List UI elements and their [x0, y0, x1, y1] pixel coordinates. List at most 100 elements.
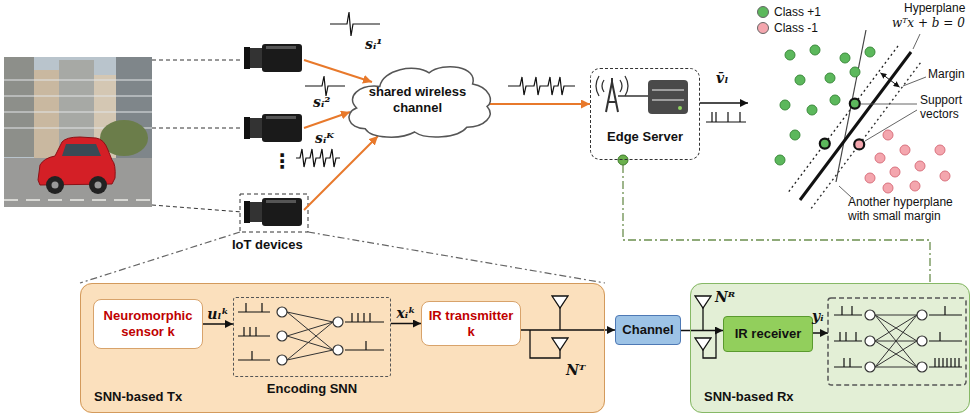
- plot-annotation: Support vectors: [920, 93, 962, 121]
- neuron: [865, 310, 875, 320]
- photo-sky: [4, 57, 152, 207]
- antenna-count: Nᴿ: [715, 289, 735, 305]
- plot-annotation: Margin: [928, 67, 965, 81]
- zoom-frame: [240, 194, 308, 232]
- camera-highlight: [266, 116, 296, 119]
- support-vector: [850, 99, 860, 109]
- ir-receiver-box: IR receiver: [723, 316, 813, 352]
- car-window: [62, 144, 101, 156]
- data-point: [807, 105, 817, 115]
- edge-server-box: Edge Server: [590, 68, 700, 160]
- antenna-count-box: Nᵀ: [566, 362, 585, 378]
- neuron: [917, 310, 927, 320]
- neuron: [277, 307, 287, 317]
- signal-label: sᵢᴷ: [315, 130, 334, 146]
- connector-arrow: [391, 323, 421, 325]
- cloud-node: shared wireless channel: [345, 60, 490, 140]
- node-text: Channel: [622, 322, 673, 338]
- data-point: [850, 67, 860, 77]
- antenna-count: Nᵀ: [566, 362, 585, 378]
- spike-train: [706, 112, 746, 122]
- snn-frame: [828, 298, 966, 385]
- class-minus-points: [854, 130, 950, 193]
- neuron: [333, 345, 343, 355]
- connector-arrow: [681, 330, 723, 332]
- camera-body: [262, 114, 302, 142]
- signal-label: v̄ₗ: [716, 70, 728, 86]
- data-point: [795, 75, 805, 85]
- data-point: [915, 161, 925, 171]
- node-text: IR transmitter k: [426, 308, 516, 339]
- signal-label-box: sᵢᴷ: [315, 130, 334, 146]
- tx-panel-fill: [80, 283, 605, 413]
- photo-building: [34, 70, 59, 158]
- equation-label: wᵀx + b = 0: [892, 16, 965, 30]
- view-line: [152, 60, 242, 212]
- car-hub: [52, 182, 59, 189]
- camera-lens: [250, 48, 262, 68]
- data-point: [865, 173, 875, 183]
- neuron: [865, 336, 875, 346]
- superposed-waveform: [508, 77, 575, 95]
- plot-annotation: Another hyperplane with small margin: [848, 195, 953, 223]
- plot-annotation: Hyperplane: [904, 1, 965, 15]
- uplink-arrow: [304, 112, 350, 128]
- neuron: [917, 362, 927, 372]
- margin-line: [789, 44, 922, 209]
- signal-label-box: sᵢ²: [313, 94, 330, 110]
- car-wheel: [46, 176, 64, 194]
- edge-label: uₗᵏ: [207, 306, 229, 322]
- street-photo: [4, 57, 152, 207]
- camera-body: [262, 44, 302, 72]
- camera: [244, 114, 302, 142]
- ir-transmitter-box: IR transmitter k: [421, 301, 521, 346]
- signal-label-box: yᵢ: [812, 308, 823, 324]
- plot-annotation-box: Another hyperplane with small margin: [848, 196, 968, 224]
- camera-lens-ring: [244, 201, 250, 223]
- rx-antenna-feed: [703, 308, 716, 358]
- antenna-waves: [596, 76, 628, 96]
- channel-box: Channel: [615, 315, 681, 345]
- zoom-line: [80, 232, 605, 283]
- node-text: Edge Server: [607, 129, 683, 145]
- signal-label: sᵢ¹: [365, 36, 382, 52]
- camera: [244, 44, 302, 72]
- signal-label-box: v̄ₗ: [716, 70, 728, 86]
- tx-antenna-feed: [530, 308, 560, 358]
- plot-annotation-box: Hyperplane: [904, 2, 965, 16]
- legend-text: Class +1: [774, 5, 821, 19]
- server-link: [618, 95, 648, 97]
- rx-arrow: [812, 332, 828, 334]
- input-spikes: [238, 303, 270, 360]
- tx-panel: SNN-based TxNeuromorphic sensor kEncodin…: [80, 283, 605, 413]
- neuron: [277, 331, 287, 341]
- edge-label: xᵢᵏ: [396, 305, 415, 321]
- signal-label: yᵢ: [812, 308, 823, 324]
- leader-line: [839, 34, 926, 197]
- rx-panel-fill: [690, 283, 970, 413]
- legend-text: Class -1: [774, 21, 818, 35]
- node-text: Neuromorphic sensor k: [98, 308, 198, 339]
- neuron: [277, 355, 287, 365]
- data-point: [810, 45, 820, 55]
- server-slots: [652, 90, 684, 100]
- plot-annotation-box: Margin: [928, 68, 965, 82]
- photo-building: [4, 57, 34, 157]
- data-point: [785, 50, 795, 60]
- camera-lens-ring: [244, 47, 250, 69]
- antenna-count-box: Nᴿ: [715, 289, 735, 305]
- data-point: [940, 171, 950, 181]
- synapses: [287, 312, 333, 360]
- decoding-snn-figure: [828, 298, 966, 385]
- synapses: [875, 315, 917, 367]
- connector-arrow: [203, 323, 233, 325]
- pulse-waveform: [296, 149, 340, 167]
- group-label-box: IoT devices: [232, 238, 303, 253]
- output-arrow: [700, 102, 748, 104]
- green-dot: [618, 155, 628, 165]
- signal-label-box: sᵢ¹: [365, 36, 382, 52]
